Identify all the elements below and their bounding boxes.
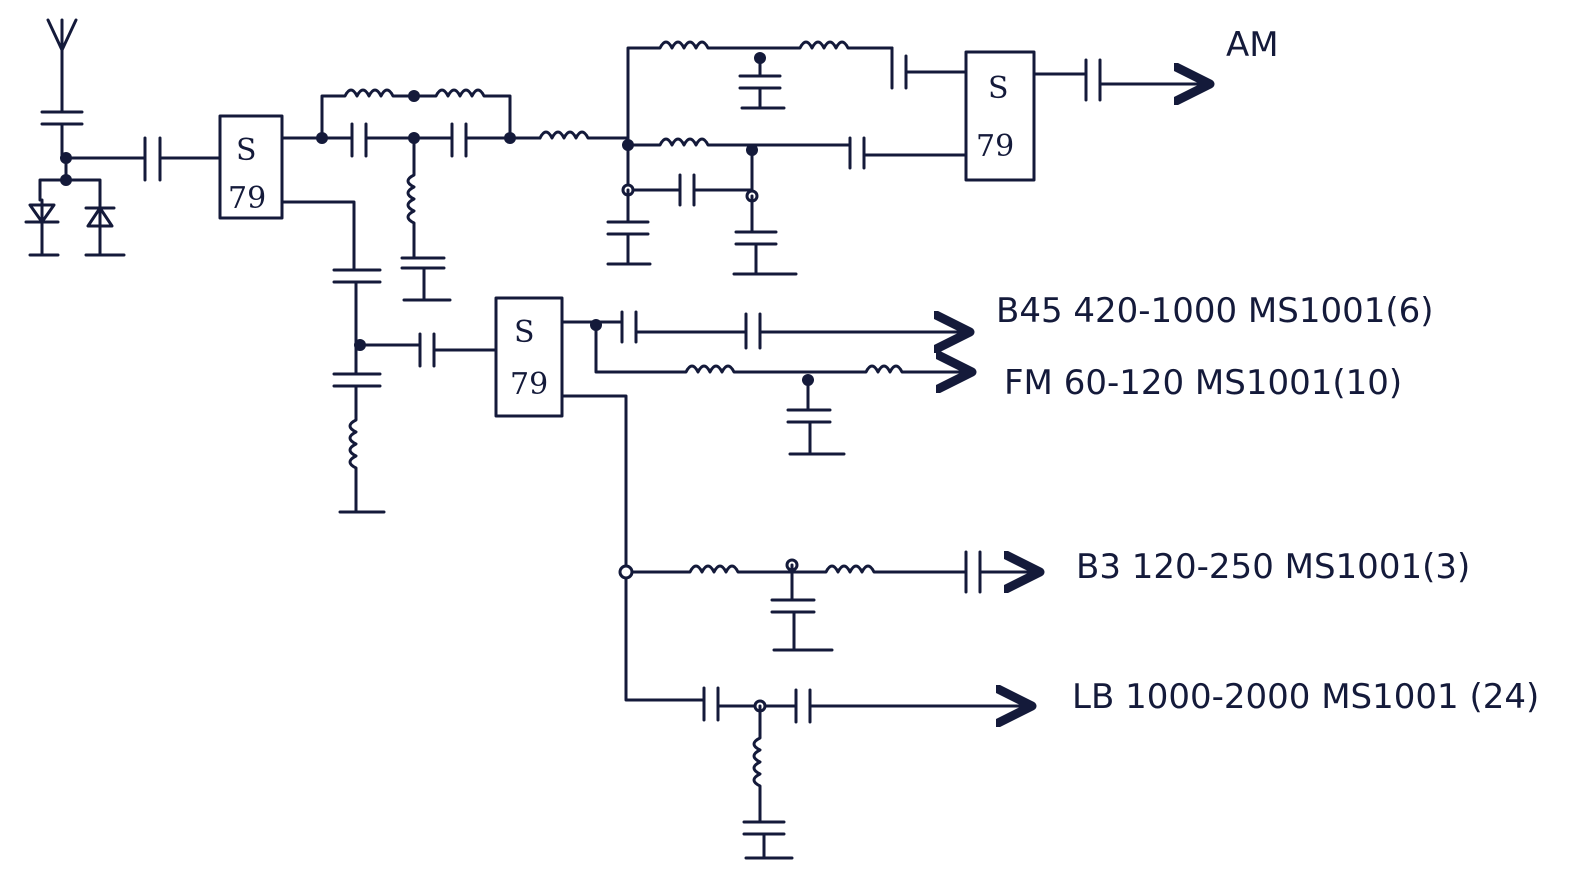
capacitor-icon: [744, 312, 762, 350]
shunt-lc-to-ground: [332, 343, 386, 514]
diode-up: [84, 198, 126, 257]
shunt-lc-to-ground: [400, 136, 452, 302]
diode-down: [24, 198, 60, 257]
capacitor-icon: [702, 686, 720, 722]
shunt-capacitor-to-ground: [732, 194, 798, 276]
junction-dot: [408, 90, 420, 102]
output-label-b3: B3 120-250 MS1001(3): [1076, 547, 1470, 587]
capacitor-icon: [450, 122, 468, 158]
block-3-bottom-label: 79: [976, 129, 1014, 164]
output-label-fm: FM 60-120 MS1001(10): [1004, 363, 1402, 403]
capacitor-icon: [794, 688, 812, 724]
wire: [280, 200, 498, 352]
capacitor-icon: [678, 173, 696, 207]
b3-output-arrow: [624, 566, 1040, 572]
junction-dot: [618, 564, 634, 580]
shunt-capacitor-to-ground: [606, 188, 652, 266]
capacitor-icon: [890, 46, 908, 90]
shunt-capacitor-to-ground: [786, 378, 846, 456]
capacitor-icon: [143, 136, 162, 182]
shunt-lc-to-ground: [742, 704, 794, 860]
shunt-capacitor-to-ground: [738, 56, 786, 110]
capacitor-icon: [350, 122, 368, 158]
output-label-b45: B45 420-1000 MS1001(6): [996, 291, 1434, 331]
capacitor-icon: [620, 310, 638, 344]
block-2-top-label: S: [514, 315, 535, 350]
capacitor-icon: [1084, 58, 1102, 102]
antenna-capacitor: [40, 98, 84, 160]
block-2: S 79: [494, 296, 564, 418]
output-label-am: AM: [1226, 25, 1279, 65]
am-output-arrow: [1032, 74, 1210, 84]
am-middle-path: [626, 137, 968, 157]
inductor-icon: [538, 130, 630, 140]
output-label-lb: LB 1000-2000 MS1001 (24): [1072, 677, 1539, 717]
fm-output-arrow: [594, 323, 972, 372]
block-3-top-label: S: [988, 71, 1009, 106]
block-1-top-label: S: [236, 133, 257, 168]
capacitor-icon: [964, 550, 982, 594]
am-top-path: [626, 40, 968, 147]
bypass-wire: [626, 143, 754, 192]
capacitor-icon: [418, 332, 436, 368]
lb-output-arrow: [560, 394, 1032, 706]
antenna-icon: [46, 18, 78, 102]
block-1-bottom-label: 79: [228, 181, 266, 216]
capacitor-icon: [848, 136, 866, 170]
block-3: S 79: [964, 50, 1036, 182]
shunt-capacitor-to-ground: [770, 563, 834, 652]
block-1: S 79: [218, 114, 284, 220]
junction-dot: [60, 174, 72, 186]
block-2-bottom-label: 79: [510, 367, 548, 402]
